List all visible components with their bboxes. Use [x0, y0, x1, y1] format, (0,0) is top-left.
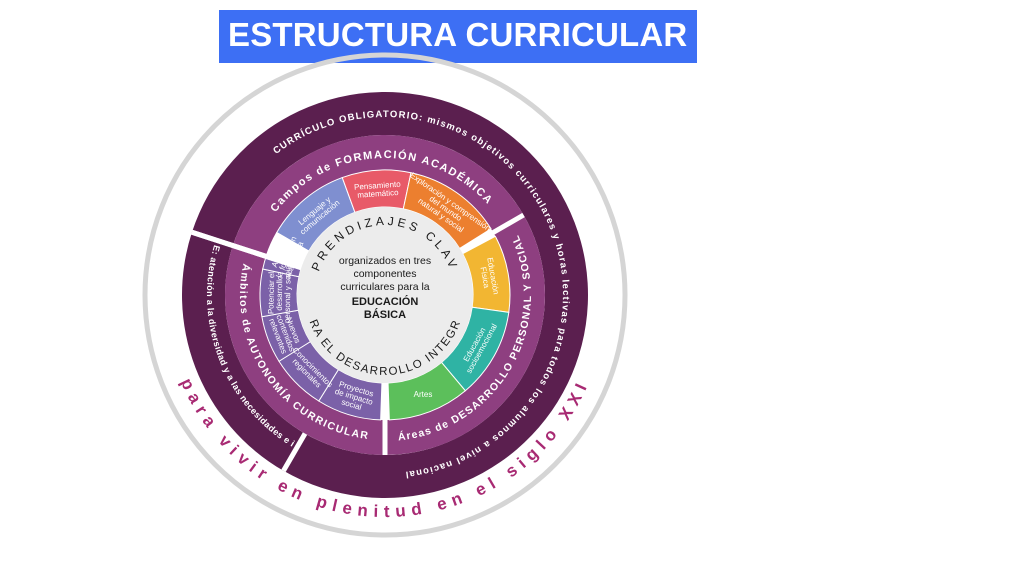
segment-label-potenciar: personal y social	[283, 263, 293, 323]
ring-divider	[191, 229, 303, 271]
segment-label-artes: Artes	[414, 390, 433, 399]
ring-divider	[459, 212, 525, 254]
center-bold-line-1: EDUCACIÓN	[352, 295, 419, 308]
center-line-3: curriculares para la	[340, 281, 429, 293]
segment-label-potenciar: Potenciar el	[266, 272, 276, 315]
ring-divider	[281, 432, 308, 473]
segment-label-educacion-fisica: Física	[479, 266, 492, 289]
segment-label-pensamiento: Pensamiento	[354, 180, 402, 192]
outer-guide-circle	[142, 52, 628, 538]
center-line-2: componentes	[353, 268, 416, 280]
center-line-1: organizados en tres	[339, 255, 431, 267]
center-bold-line-2: BÁSICA	[364, 308, 406, 321]
ring-formacion-academica	[232, 134, 524, 257]
diagram-dividers	[191, 212, 525, 473]
title-banner: ESTRUCTURA CURRICULAR	[219, 10, 697, 63]
diagram-rings	[181, 92, 588, 498]
segment-label-potenciar: desarrollo	[275, 275, 285, 311]
ring-curriculo-flexible	[181, 232, 305, 471]
center-circle	[297, 207, 473, 383]
segment-label-pensamiento: matemático	[357, 188, 399, 200]
page-title: ESTRUCTURA CURRICULAR	[228, 16, 688, 53]
center-description: organizados en tres componentes curricul…	[339, 255, 431, 321]
ring-desarrollo-personal	[385, 215, 546, 455]
ring-autonomia-curricular	[224, 245, 385, 455]
